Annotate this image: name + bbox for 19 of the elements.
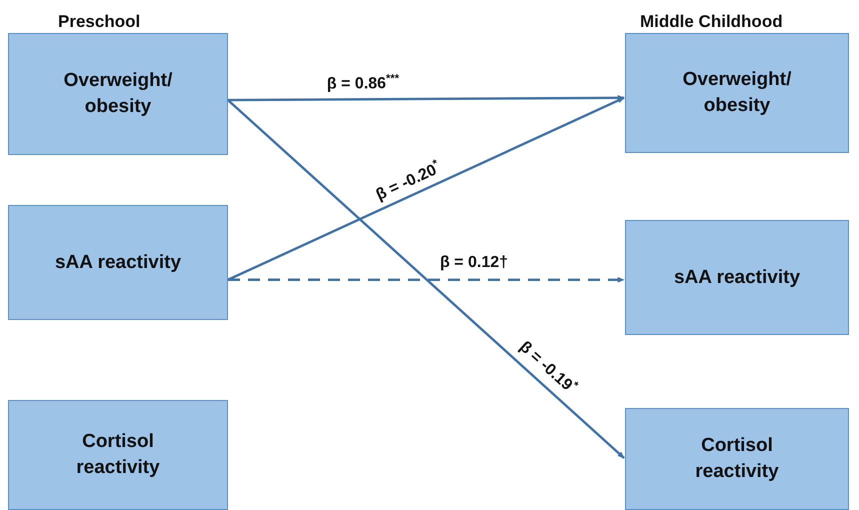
variable-label: Cortisol reactivity bbox=[694, 434, 780, 484]
variable-box bbox=[625, 33, 849, 153]
edge-label: β = 0.86$^{***}$ bbox=[324, 73, 402, 94]
variable-label: sAA reactivity bbox=[674, 266, 800, 290]
variable-label: Overweight/ obesity bbox=[62, 69, 174, 119]
variable-label: Cortisol reactivity bbox=[75, 430, 161, 480]
variable-box bbox=[8, 400, 228, 510]
arrow bbox=[228, 96, 625, 281]
variable-box bbox=[8, 33, 228, 155]
column-heading: Middle Childhood bbox=[640, 12, 783, 32]
variable-label: sAA reactivity bbox=[54, 250, 182, 275]
column-heading: Preschool bbox=[58, 12, 140, 32]
arrow bbox=[228, 95, 625, 102]
arrow bbox=[227, 99, 625, 459]
variable-label: Overweight/ obesity bbox=[682, 68, 792, 118]
variable-box bbox=[8, 205, 228, 320]
variable-box bbox=[625, 408, 849, 510]
variable-box bbox=[625, 220, 849, 335]
arrow bbox=[228, 277, 625, 283]
